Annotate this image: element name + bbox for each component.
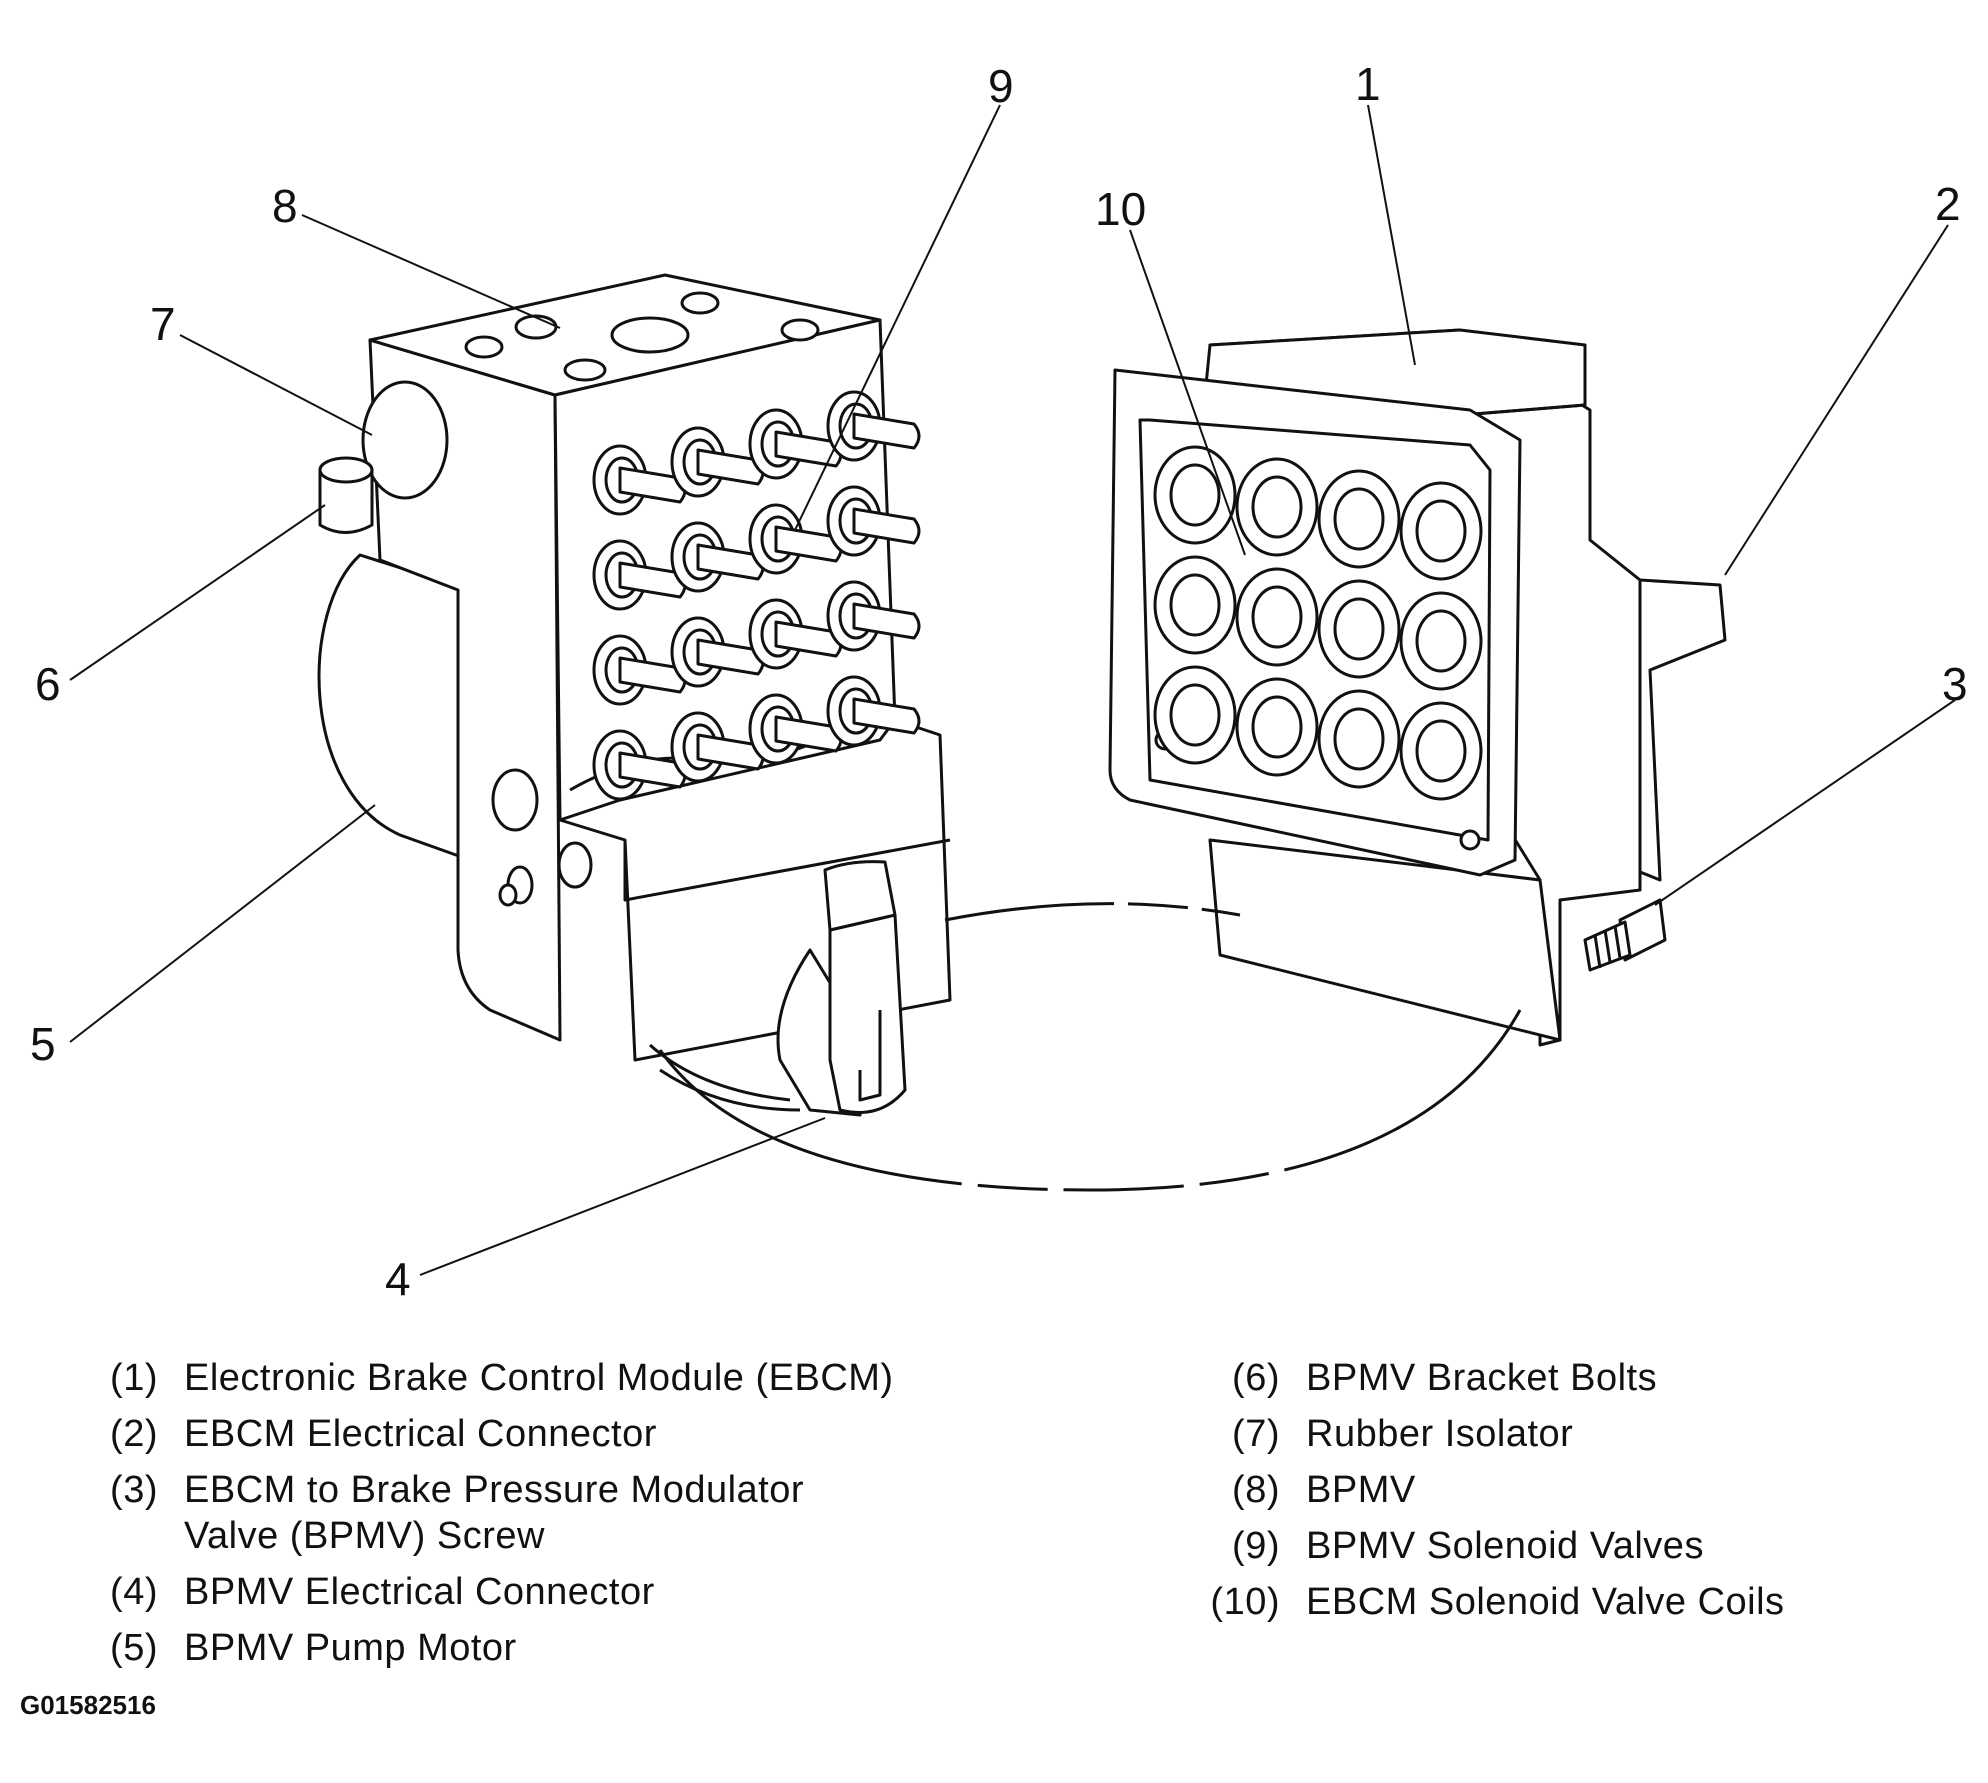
legend-number: (9) — [1232, 1525, 1280, 1567]
legend-item: (3) EBCM to Brake Pressure Modulator Valv… — [68, 1467, 1148, 1559]
legend-number: (8) — [1232, 1469, 1280, 1511]
legend-item: (6) BPMV Bracket Bolts — [1170, 1355, 1950, 1401]
legend-text: EBCM to Brake Pressure Modulator Valve (… — [184, 1469, 805, 1557]
solenoid-valve-stud — [748, 598, 843, 670]
solenoid-valve-coil — [1235, 457, 1319, 557]
solenoid-valve-coil — [1317, 579, 1401, 679]
solenoid-valve-coil — [1399, 591, 1483, 691]
legend-number: (5) — [110, 1627, 158, 1669]
legend-text: BPMV Pump Motor — [184, 1627, 517, 1669]
brake-module-illustration: 1 2 3 4 5 6 7 8 9 10 — [30, 58, 1968, 1305]
bpmv-pump-motor — [317, 553, 472, 862]
bpmv-electrical-connector — [648, 860, 907, 1117]
solenoid-valve-coil — [1399, 481, 1483, 581]
solenoid-valve-stud — [592, 634, 687, 706]
legend-item: (5) BPMV Pump Motor — [68, 1625, 1148, 1671]
legend-text: Electronic Brake Control Module (EBCM) — [184, 1357, 894, 1399]
bpmv-side-face — [368, 338, 562, 1042]
solenoid-valve-stud — [826, 485, 921, 557]
legend-item: (9) BPMV Solenoid Valves — [1170, 1523, 1950, 1569]
callout-2: 2 — [1935, 178, 1961, 230]
solenoid-valve-coil — [1317, 689, 1401, 789]
legend-number: (1) — [110, 1357, 158, 1399]
callout-9: 9 — [988, 60, 1014, 112]
legend-item: (1) Electronic Brake Control Module (EBCM… — [68, 1355, 1148, 1401]
solenoid-valve-stud — [592, 539, 687, 611]
legend-column-right: (6) BPMV Bracket Bolts (7) Rubber Isolator… — [1170, 1355, 1950, 1635]
legend-text: BPMV Solenoid Valves — [1306, 1525, 1704, 1567]
legend-text: Rubber Isolator — [1306, 1413, 1574, 1455]
legend-item: (4) BPMV Electrical Connector — [68, 1569, 1148, 1615]
callout-6: 6 — [35, 658, 61, 710]
legend-item: (8) BPMV — [1170, 1467, 1950, 1513]
legend-text: BPMV Electrical Connector — [184, 1571, 655, 1613]
legend-item: (7) Rubber Isolator — [1170, 1411, 1950, 1457]
solenoid-valve-coil — [1399, 701, 1483, 801]
solenoid-valve-coil — [1235, 677, 1319, 777]
solenoid-valve-stud — [748, 503, 843, 575]
legend-number: (2) — [110, 1413, 158, 1455]
legend-number: (6) — [1232, 1357, 1280, 1399]
callout-7: 7 — [150, 298, 176, 350]
mating-arcs — [658, 902, 1522, 1192]
ebcm-screw — [1583, 898, 1667, 972]
solenoid-valve-stud — [670, 616, 765, 688]
legend-number: (3) — [110, 1469, 158, 1511]
solenoid-valve-stud — [670, 711, 765, 783]
bpmv-solenoid-valves — [592, 390, 921, 801]
legend-item: (10) EBCM Solenoid Valve Coils — [1170, 1579, 1950, 1625]
legend-text: EBCM Solenoid Valve Coils — [1306, 1581, 1785, 1623]
solenoid-valve-stud — [826, 675, 921, 747]
legend-number: (4) — [110, 1571, 158, 1613]
solenoid-valve-coil — [1317, 469, 1401, 569]
callout-5: 5 — [30, 1018, 56, 1070]
legend-text: BPMV Bracket Bolts — [1306, 1357, 1658, 1399]
ebcm-solenoid-valve-coils — [1153, 445, 1483, 801]
solenoid-valve-stud — [748, 693, 843, 765]
legend: (1) Electronic Brake Control Module (EBCM… — [0, 1355, 1988, 1685]
legend-column-left: (1) Electronic Brake Control Module (EBCM… — [68, 1355, 1148, 1681]
solenoid-valve-stud — [592, 444, 687, 516]
solenoid-valve-stud — [670, 521, 765, 593]
rubber-isolator — [361, 380, 449, 500]
callout-3: 3 — [1942, 658, 1968, 710]
legend-item: (2) EBCM Electrical Connector — [68, 1411, 1148, 1457]
callout-1: 1 — [1355, 58, 1381, 110]
callout-4: 4 — [385, 1253, 411, 1305]
solenoid-valve-stud — [826, 390, 921, 462]
leader-lines — [69, 104, 1956, 1276]
solenoid-valve-coil — [1235, 567, 1319, 667]
legend-number: (10) — [1210, 1581, 1280, 1623]
legend-number: (7) — [1232, 1413, 1280, 1455]
figure-id: G01582516 — [20, 1690, 156, 1720]
solenoid-valve-coil — [1153, 665, 1237, 765]
legend-text: EBCM Electrical Connector — [184, 1413, 657, 1455]
solenoid-valve-stud — [826, 580, 921, 652]
legend-text: BPMV — [1306, 1469, 1416, 1511]
solenoid-valve-coil — [1153, 555, 1237, 655]
callout-10: 10 — [1095, 183, 1146, 235]
callout-8: 8 — [272, 180, 298, 232]
